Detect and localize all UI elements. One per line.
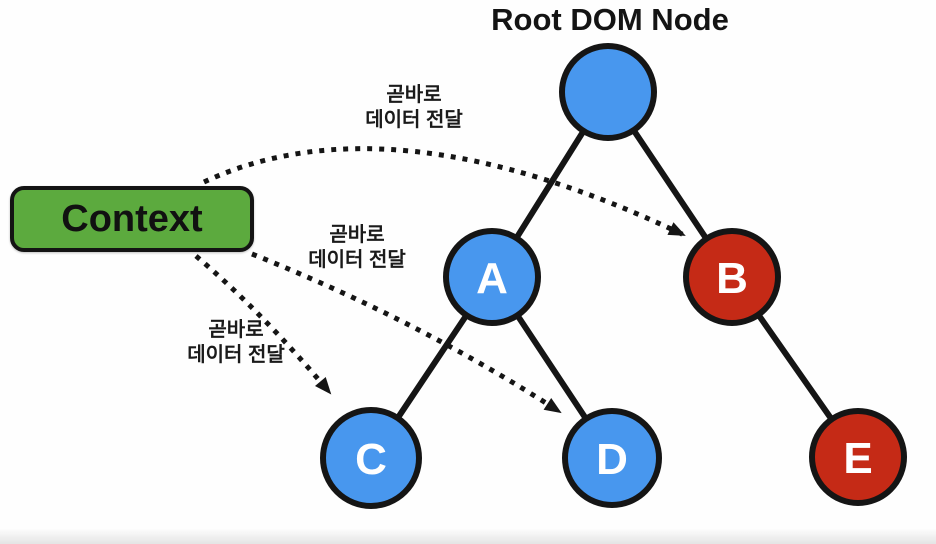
arrow-label-line2: 데이터 전달 xyxy=(187,344,285,366)
arrow-label-line1: 곧바로 xyxy=(208,319,264,341)
node-e xyxy=(809,408,907,506)
arrow-label-line2: 데이터 전달 xyxy=(365,109,463,131)
context-arrow-to-b xyxy=(202,146,686,238)
arrow-label-to-c: 곧바로 데이터 전달 xyxy=(151,318,321,368)
context-arrows xyxy=(194,146,686,415)
node-a-label: A xyxy=(476,254,508,303)
arrow-label-to-d: 곧바로 데이터 전달 xyxy=(272,223,442,273)
node-letters: A B C D E xyxy=(355,254,873,484)
node-c-label: C xyxy=(355,435,387,484)
diagram-title: Root DOM Node xyxy=(491,2,729,37)
node-e-label: E xyxy=(843,434,872,483)
context-box-label: Context xyxy=(61,197,203,240)
node-b xyxy=(683,228,781,326)
arrow-label-line1: 곧바로 xyxy=(386,84,442,106)
node-c xyxy=(320,407,422,509)
node-a xyxy=(443,228,541,326)
tree-nodes xyxy=(320,43,907,509)
context-arrow-to-d xyxy=(251,251,562,415)
node-d xyxy=(562,408,662,508)
arrow-label-line1: 곧바로 xyxy=(329,224,385,246)
node-root xyxy=(559,43,657,141)
arrow-label-line2: 데이터 전달 xyxy=(308,249,406,271)
node-b-label: B xyxy=(716,254,748,303)
arrow-label-to-b: 곧바로 데이터 전달 xyxy=(329,83,499,133)
node-d-label: D xyxy=(596,435,628,484)
context-box: Context xyxy=(10,186,254,252)
